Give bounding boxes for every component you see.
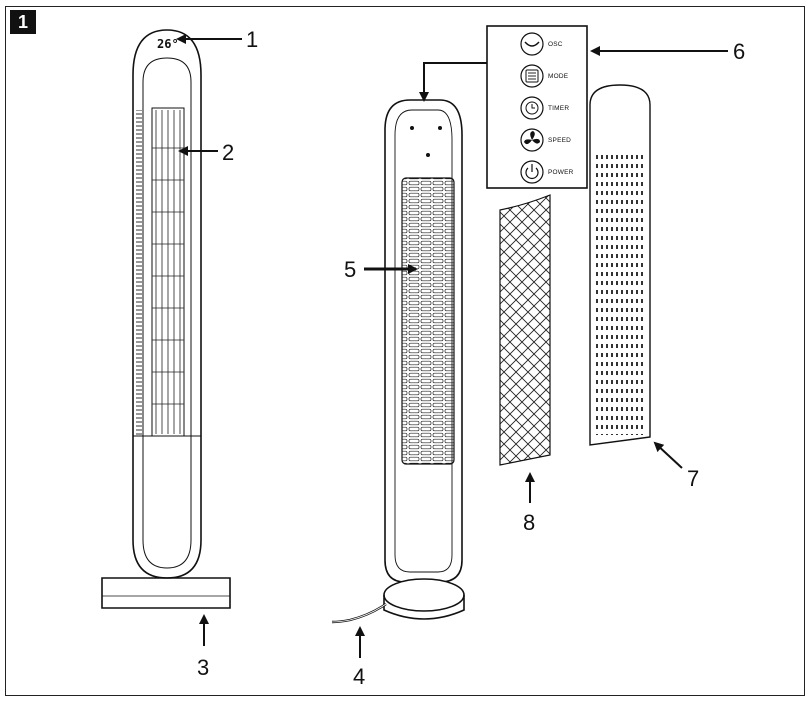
rear-intake-grille	[401, 177, 455, 465]
front-grille-slats	[152, 110, 184, 434]
callout-label-7: 7	[687, 466, 699, 491]
callout-label-5: 5	[344, 257, 356, 282]
front-fan-base	[101, 577, 231, 609]
callout-label-8: 8	[523, 510, 535, 535]
arrow-6-lead	[419, 62, 487, 102]
oscillate-icon	[524, 41, 540, 47]
figure-number-badge: 1	[10, 10, 36, 34]
timer-icon	[525, 101, 539, 115]
arrow-7	[653, 441, 683, 469]
back-cover	[589, 84, 651, 446]
callout-label-4: 4	[353, 664, 365, 689]
control-panel-box	[486, 25, 588, 189]
osc-button: OSC	[520, 32, 563, 56]
back-cover-perforations	[596, 155, 646, 435]
speed-label: SPEED	[548, 137, 571, 144]
figure-frame	[5, 6, 805, 696]
rear-view-fan	[331, 99, 465, 624]
speed-button: SPEED	[520, 128, 571, 152]
callout-arrows	[176, 34, 728, 658]
osc-label: OSC	[548, 41, 563, 48]
rear-fan-base	[383, 578, 465, 612]
callout-labels: 1 2 3 4 5 6 7 8	[197, 27, 745, 689]
callout-label-1: 1	[246, 27, 258, 52]
mode-label: MODE	[548, 73, 569, 80]
mode-button: MODE	[520, 64, 569, 88]
timer-label: TIMER	[548, 105, 569, 112]
power-cord	[331, 603, 387, 624]
callout-label-3: 3	[197, 655, 209, 680]
front-side-vents	[136, 110, 142, 435]
mode-icon	[525, 69, 539, 83]
callout-label-6: 6	[733, 39, 745, 64]
mesh-filter-panel	[499, 194, 551, 466]
control-panel: OSC MODE TIMER SPEED	[486, 25, 588, 189]
front-display: 26°	[157, 37, 179, 51]
power-icon	[525, 167, 539, 179]
fan-speed-icon	[524, 131, 540, 145]
mesh-filter	[499, 194, 551, 466]
front-view-fan: 26°	[101, 29, 231, 609]
rear-fan-body	[384, 99, 463, 583]
power-label: POWER	[548, 169, 574, 176]
callout-label-2: 2	[222, 140, 234, 165]
timer-button: TIMER	[520, 96, 569, 120]
power-button: POWER	[520, 160, 574, 184]
front-fan-body	[132, 29, 202, 579]
